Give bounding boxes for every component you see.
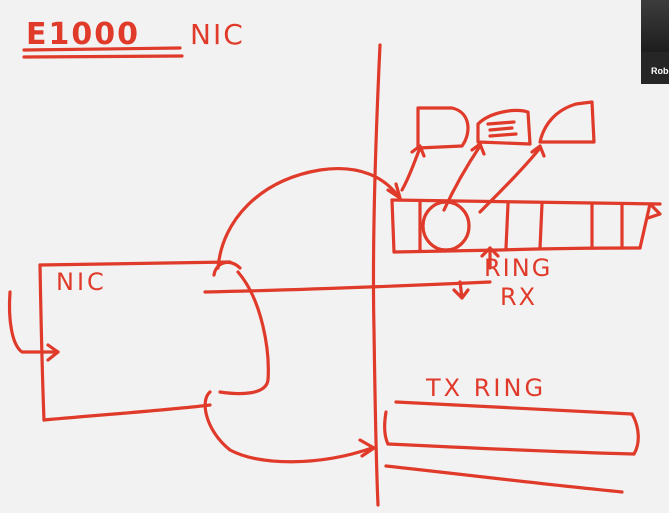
nic-box-left xyxy=(40,265,44,420)
rx-ring-slot-dividers xyxy=(420,202,622,250)
rx-buffer-1 xyxy=(418,108,468,148)
tx-ring-top xyxy=(396,402,632,414)
tx-ring-right xyxy=(632,414,638,454)
rx-ring-label-rx: RX xyxy=(500,283,537,311)
rx-pointer-1 xyxy=(402,148,420,190)
rx-ring-label-ring: RING xyxy=(484,254,552,282)
nic-box-bottom xyxy=(44,405,210,420)
tx-ring-bottom xyxy=(388,444,634,454)
participant-video-feed xyxy=(641,0,669,52)
rx-buffer-2-fill xyxy=(488,122,516,136)
nic-label: NIC xyxy=(56,268,107,296)
tx-ring-underline xyxy=(386,466,622,492)
tx-ring-label: TX RING xyxy=(425,374,546,402)
title-e1000: E1000 xyxy=(26,17,140,52)
tx-ring-left xyxy=(385,412,388,444)
divider-vertical-line xyxy=(373,45,380,505)
title-underline-1 xyxy=(24,48,180,50)
rx-ring-top xyxy=(392,200,660,204)
rx-dma-curve xyxy=(218,169,398,268)
rx-ring-bottom xyxy=(394,248,640,252)
title-underline-2 xyxy=(24,56,182,57)
title-nic: NIC xyxy=(190,18,245,51)
rx-ring-left xyxy=(392,200,394,252)
participant-name-label: Robe xyxy=(651,66,669,76)
rx-ring-right xyxy=(640,204,650,248)
participant-video-tile[interactable]: Robe xyxy=(641,0,669,84)
tx-path-lower xyxy=(205,392,372,462)
nic-box-top xyxy=(40,262,230,265)
nic-input-line xyxy=(10,292,59,352)
rx-buffer-3 xyxy=(540,102,594,142)
